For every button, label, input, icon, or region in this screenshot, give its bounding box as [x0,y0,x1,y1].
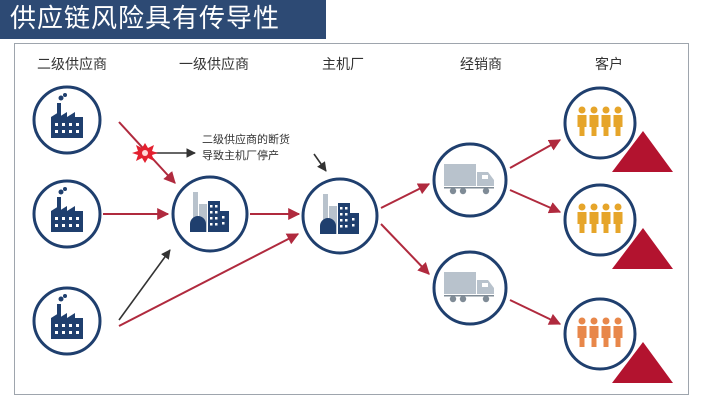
warning-triangle-icon [612,342,673,383]
page-title: 供应链风险具有传导性 [0,0,326,39]
flow-arrow [509,189,562,214]
node-customer-2 [563,183,637,257]
column-label-tier1-supplier: 一级供应商 [179,57,249,73]
node-customer-1 [563,86,637,160]
node-customer-3 [563,297,637,371]
disruption-burst-core [142,150,148,156]
supply-chain-diagram [32,85,673,383]
shortage-note: 二级供应商的断货 导致主机厂停产 [202,132,290,164]
flow-arrow [509,139,562,169]
flow-arrow [118,249,171,321]
column-label-oem: 主机厂 [322,57,364,73]
callout-arrow [313,153,327,172]
warning-triangle-icon [612,228,673,269]
column-label-customer: 客户 [595,57,623,73]
column-label-tier2-supplier: 二级供应商 [37,57,107,73]
column-label-distributor: 经销商 [460,57,502,73]
flow-arrow [380,223,430,275]
warning-triangle-icon [612,131,673,172]
flow-arrow [118,233,300,327]
flow-arrow [380,183,431,209]
shortage-note-line-2: 导致主机厂停产 [202,149,279,162]
diagram-panel: 二级供应商 一级供应商 主机厂 经销商 客户 [14,43,689,395]
flow-arrow [509,299,562,325]
shortage-note-line-1: 二级供应商的断货 [202,133,290,146]
